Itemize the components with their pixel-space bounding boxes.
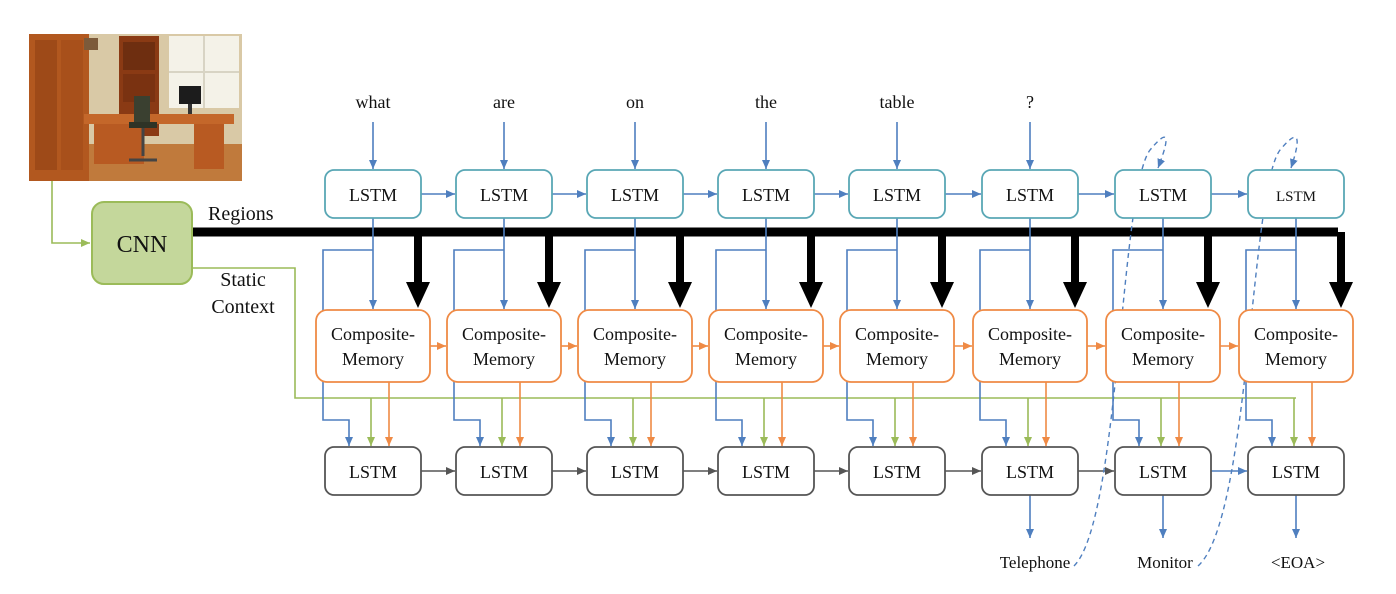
composite-memory-label-line1: Composite- xyxy=(593,324,677,344)
feedback-dashed-arrow xyxy=(1073,136,1167,567)
composite-memory-label-line1: Composite- xyxy=(988,324,1072,344)
word-and-output-labels: Telephone Monitor <EOA> what are on the table? xyxy=(356,92,1326,572)
connection-lines xyxy=(51,122,1353,567)
composite-memory-label-line1: Composite- xyxy=(855,324,939,344)
input-image xyxy=(29,34,242,181)
office-photo-illustration xyxy=(29,34,242,181)
static-context-line xyxy=(192,267,1296,399)
encoder-to-decoder-arrow xyxy=(715,249,766,446)
output-word: <EOA> xyxy=(1271,553,1325,572)
question-word: on xyxy=(626,92,644,112)
encoder-lstm-label: LSTM xyxy=(611,185,659,205)
decoder-lstm-box xyxy=(324,446,422,496)
cnn-block: CNN xyxy=(91,201,193,285)
composite-memory-box xyxy=(446,309,562,383)
encoder-to-decoder-arrow xyxy=(1245,249,1296,446)
encoder-lstm-box xyxy=(1114,169,1212,219)
encoder-lstm-box xyxy=(1247,169,1345,219)
node-boxes: LSTMComposite-MemoryLSTMLSTMComposite-Me… xyxy=(315,169,1354,496)
region-arrow-head xyxy=(1063,282,1087,308)
encoder-lstm-box xyxy=(717,169,815,219)
composite-memory-box xyxy=(972,309,1088,383)
encoder-lstm-label: LSTM xyxy=(742,185,790,205)
composite-memory-label-line1: Composite- xyxy=(724,324,808,344)
region-arrow-head xyxy=(1196,282,1220,308)
question-word: the xyxy=(755,92,777,112)
static-context-label-line2: Context xyxy=(211,296,275,318)
decoder-lstm-label: LSTM xyxy=(1006,462,1054,482)
decoder-lstm-box xyxy=(1114,446,1212,496)
encoder-to-decoder-arrow xyxy=(584,249,635,446)
composite-memory-label-line1: Composite- xyxy=(331,324,415,344)
encoder-lstm-box xyxy=(324,169,422,219)
composite-memory-label-line2: Memory xyxy=(342,349,404,369)
question-word: what xyxy=(356,92,391,112)
composite-memory-box xyxy=(839,309,955,383)
composite-memory-label-line2: Memory xyxy=(1265,349,1327,369)
decoder-lstm-label: LSTM xyxy=(1272,462,1320,482)
region-arrow-head xyxy=(668,282,692,308)
decoder-lstm-box xyxy=(1247,446,1345,496)
region-arrow-head xyxy=(406,282,430,308)
decoder-lstm-label: LSTM xyxy=(611,462,659,482)
question-word: table xyxy=(880,92,915,112)
encoder-lstm-label: LSTM xyxy=(873,185,921,205)
decoder-lstm-label: LSTM xyxy=(742,462,790,482)
composite-memory-label-line1: Composite- xyxy=(1121,324,1205,344)
encoder-lstm-label: LSTM xyxy=(349,185,397,205)
output-word: Monitor xyxy=(1137,553,1193,572)
composite-memory-box xyxy=(1105,309,1221,383)
output-word: Telephone xyxy=(1000,553,1071,572)
encoder-to-decoder-arrow xyxy=(1112,249,1163,446)
image-to-cnn-arrow xyxy=(51,181,90,247)
encoder-to-decoder-arrow xyxy=(322,249,373,446)
composite-memory-label-line2: Memory xyxy=(473,349,535,369)
decoder-lstm-box xyxy=(848,446,946,496)
region-arrow-head xyxy=(537,282,561,308)
region-arrow-head xyxy=(930,282,954,308)
question-word: ? xyxy=(1026,92,1034,112)
encoder-lstm-box xyxy=(455,169,553,219)
encoder-lstm-box xyxy=(981,169,1079,219)
decoder-lstm-label: LSTM xyxy=(1139,462,1187,482)
composite-memory-label-line1: Composite- xyxy=(1254,324,1338,344)
static-context-label-line1: Static xyxy=(220,269,266,291)
decoder-lstm-label: LSTM xyxy=(349,462,397,482)
composite-memory-box xyxy=(708,309,824,383)
encoder-lstm-box xyxy=(586,169,684,219)
region-arrow-head xyxy=(799,282,823,308)
question-word: are xyxy=(493,92,515,112)
feedback-dashed-arrow xyxy=(1197,136,1298,567)
decoder-lstm-label: LSTM xyxy=(480,462,528,482)
encoder-lstm-label: LSTM xyxy=(1139,185,1187,205)
composite-memory-label-line2: Memory xyxy=(999,349,1061,369)
decoder-lstm-box xyxy=(586,446,684,496)
decoder-lstm-box xyxy=(981,446,1079,496)
composite-memory-label-line2: Memory xyxy=(866,349,928,369)
region-arrow-head xyxy=(1329,282,1353,308)
composite-memory-label-line2: Memory xyxy=(604,349,666,369)
composite-memory-box xyxy=(315,309,431,383)
encoder-lstm-label: LSTM xyxy=(1006,185,1054,205)
encoder-to-decoder-arrow xyxy=(846,249,897,446)
cnn-box xyxy=(91,201,193,285)
cnn-label: CNN xyxy=(117,232,168,258)
composite-memory-label-line1: Composite- xyxy=(462,324,546,344)
encoder-to-decoder-arrow xyxy=(453,249,504,446)
encoder-lstm-box xyxy=(848,169,946,219)
encoder-to-decoder-arrow xyxy=(979,249,1030,446)
composite-memory-box xyxy=(1238,309,1354,383)
decoder-lstm-label: LSTM xyxy=(873,462,921,482)
composite-memory-box xyxy=(577,309,693,383)
decoder-lstm-box xyxy=(455,446,553,496)
regions-label: Regions xyxy=(208,203,274,225)
encoder-lstm-label: LSTM xyxy=(1276,189,1316,205)
composite-memory-label-line2: Memory xyxy=(1132,349,1194,369)
decoder-lstm-box xyxy=(717,446,815,496)
encoder-lstm-label: LSTM xyxy=(480,185,528,205)
composite-memory-label-line2: Memory xyxy=(735,349,797,369)
